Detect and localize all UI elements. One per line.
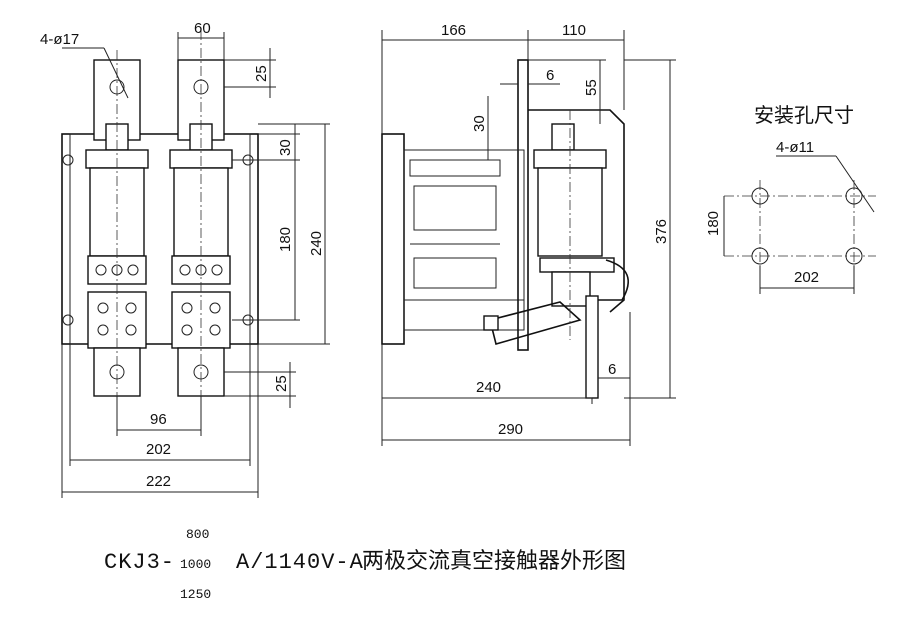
front-dim-240: 240	[308, 231, 325, 256]
side-dim-166: 166	[441, 22, 466, 39]
title-current-1250: 1250	[180, 587, 211, 602]
side-dim-376: 376	[653, 219, 670, 244]
front-dim-180: 180	[277, 227, 294, 252]
front-view: 4-ø17 60 25 30 180 240 25 96 202	[40, 20, 330, 498]
side-dim-290: 290	[498, 421, 523, 438]
front-pole-right	[169, 30, 233, 430]
mount-hole	[751, 187, 769, 205]
side-base-plate	[381, 133, 405, 345]
side-dim-30: 30	[471, 115, 488, 132]
front-dim-25-bottom: 25	[273, 375, 290, 392]
front-hole-note: 4-ø17	[40, 31, 79, 48]
title-model: CKJ3-	[104, 550, 175, 575]
mount-hole	[845, 187, 863, 205]
side-dim-240: 240	[476, 379, 501, 396]
front-pole-left	[85, 50, 149, 430]
mounting-dim-202: 202	[794, 269, 819, 286]
title-description: 两极交流真空接触器外形图	[362, 549, 626, 574]
side-view: 166 110 6 55 30 376 240 6 290	[381, 22, 676, 446]
front-dim-30: 30	[277, 139, 294, 156]
mounting-heading: 安装孔尺寸	[754, 103, 854, 127]
title-current-800: 800	[186, 527, 209, 542]
mounting-hole-note: 4-ø11	[776, 139, 814, 156]
front-dim-202: 202	[146, 441, 171, 458]
front-dim-60: 60	[194, 20, 211, 37]
front-dim-222: 222	[146, 473, 171, 490]
side-dim-110: 110	[562, 22, 586, 39]
mount-hole	[751, 247, 769, 265]
front-dim-25-top: 25	[253, 65, 270, 82]
side-dim-55: 55	[583, 79, 600, 96]
title-current-1000: 1000	[180, 557, 211, 572]
mount-hole	[845, 247, 863, 265]
mounting-hole-pattern: 安装孔尺寸 4-ø11 180 202	[705, 103, 876, 294]
side-dim-6-bottom: 6	[608, 361, 616, 378]
title-rating: A/1140V-A	[236, 550, 364, 575]
side-dim-6-top: 6	[546, 67, 554, 84]
front-dim-96: 96	[150, 411, 167, 428]
title-block: CKJ3- 800 1000 1250 A/1140V-A 两极交流真空接触器外…	[104, 527, 626, 602]
mounting-dim-180: 180	[705, 211, 722, 236]
